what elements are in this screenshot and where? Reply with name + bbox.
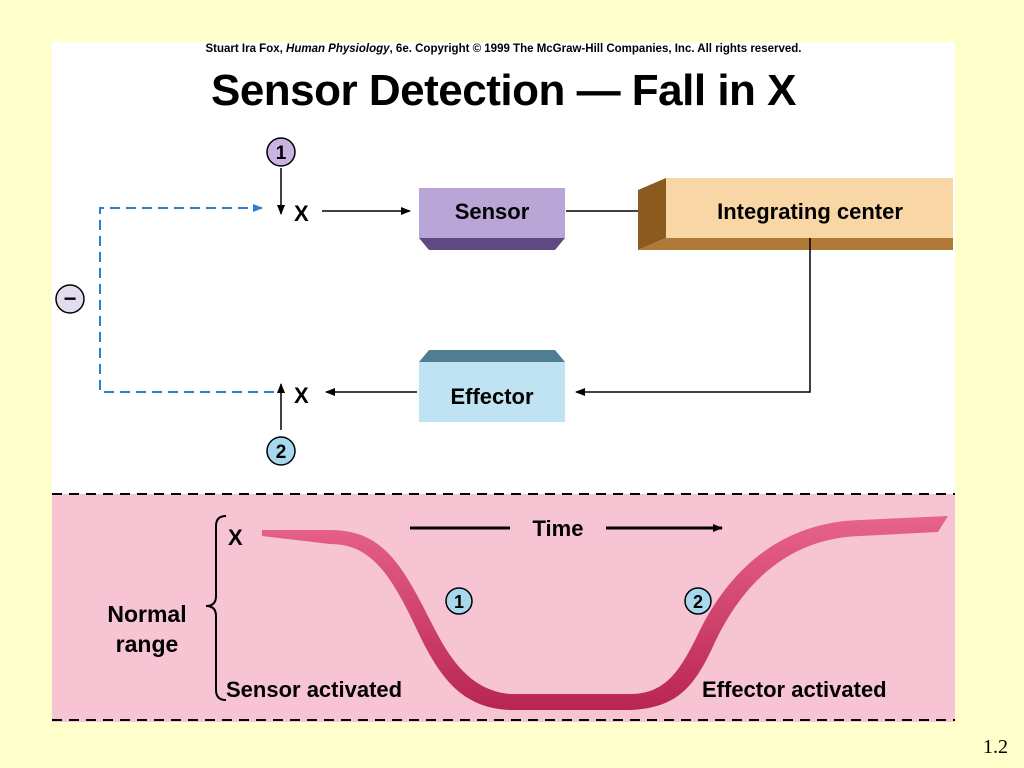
- copyright-line: Stuart Ira Fox, Human Physiology, 6e. Co…: [52, 43, 955, 55]
- negative-feedback-marker: −: [55, 284, 85, 314]
- effector-box: Effector: [419, 350, 565, 422]
- normal-range-label-2: range: [116, 631, 179, 657]
- integrating-center-label: Integrating center: [717, 199, 903, 224]
- time-arrow: Time: [410, 516, 723, 541]
- svg-text:1: 1: [276, 143, 287, 164]
- x-bottom-label: X: [294, 383, 309, 408]
- normal-range-label-1: Normal: [107, 601, 186, 627]
- time-label: Time: [533, 516, 584, 541]
- sensor-activated-label: Sensor activated: [226, 677, 402, 702]
- normal-range-brace: [205, 515, 227, 701]
- copyright-author: Stuart Ira Fox,: [205, 43, 283, 55]
- sensor-box: Sensor: [419, 188, 565, 250]
- svg-text:2: 2: [693, 592, 703, 612]
- graph-x-label: X: [228, 525, 243, 550]
- svg-text:−: −: [64, 286, 77, 311]
- integrating-center-box: Integrating center: [638, 178, 953, 250]
- slide-number: 1.2: [983, 736, 1008, 758]
- effector-activated-label: Effector activated: [702, 677, 887, 702]
- center-to-effector-arrow: [575, 238, 811, 396]
- graph-step-2-marker: 2: [684, 587, 712, 615]
- graph-step-1-marker: 1: [445, 587, 473, 615]
- copyright-rest: , 6e. Copyright © 1999 The McGraw-Hill C…: [389, 43, 802, 55]
- x-level-curve: [262, 516, 948, 710]
- copyright-book: Human Physiology: [286, 43, 390, 55]
- effector-label: Effector: [450, 384, 534, 409]
- svg-text:1: 1: [454, 592, 464, 612]
- page-title: Sensor Detection — Fall in X: [210, 66, 797, 115]
- step-1-marker: 1: [266, 137, 296, 167]
- sensor-label: Sensor: [455, 199, 530, 224]
- step-2-marker: 2: [266, 436, 296, 466]
- svg-text:2: 2: [276, 442, 287, 463]
- negative-feedback-line: [99, 204, 274, 393]
- x-top-label: X: [294, 201, 309, 226]
